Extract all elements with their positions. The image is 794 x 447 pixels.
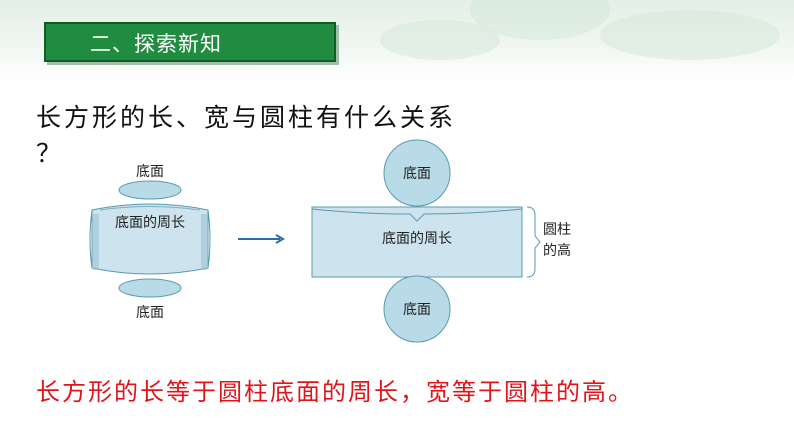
section-title-box	[44, 22, 336, 62]
open-cylinder: 底面 底面的周长 底面	[89, 164, 211, 321]
bottom-base-disc	[118, 278, 182, 298]
decorative-leaf	[380, 20, 500, 60]
height-label-line-2: 的高	[543, 242, 571, 259]
answer-text: 长方形的长等于圆柱底面的周长，宽等于圆柱的高。	[36, 378, 634, 406]
cylinder-net: 底面 底面的周长 底面 圆柱 的高	[311, 139, 571, 343]
decorative-leaf	[600, 10, 780, 60]
bottom-base-label: 底面	[136, 305, 164, 321]
circumference-label: 底面的周长	[115, 215, 185, 231]
top-base-disc	[118, 180, 182, 200]
net-top-circle-label: 底面	[403, 166, 431, 182]
net-bottom-circle-label: 底面	[403, 302, 431, 318]
length-brace	[311, 208, 523, 222]
net-top-circle	[383, 139, 451, 207]
net-bottom-circle	[383, 275, 451, 343]
section-title: 二、探索新知	[90, 32, 222, 56]
question-text: 长方形的长、宽与圆柱有什么关系 ？	[36, 100, 456, 172]
net-rectangle	[311, 206, 523, 278]
net-rectangle-label: 底面的周长	[382, 231, 452, 247]
height-brace	[526, 206, 541, 278]
question-line-2: ？	[36, 139, 65, 168]
height-label-line-1: 圆柱	[543, 222, 571, 238]
arrow-icon	[238, 234, 286, 244]
top-base-label: 底面	[136, 164, 164, 180]
question-line-1: 长方形的长、宽与圆柱有什么关系	[36, 103, 457, 132]
